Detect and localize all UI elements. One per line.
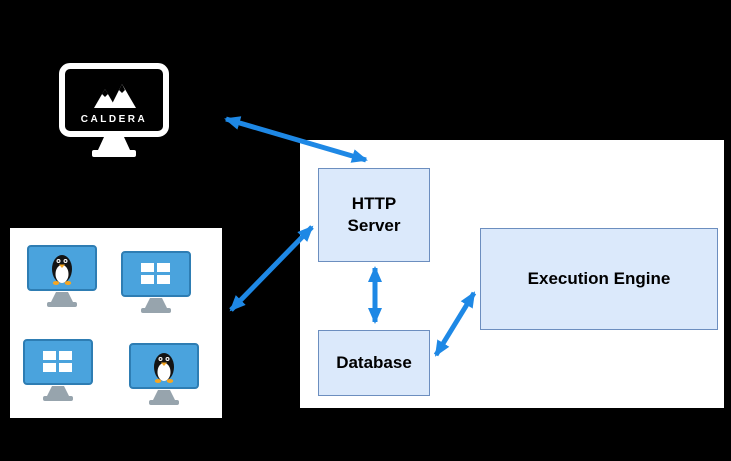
execution-engine-box: Execution Engine (480, 228, 718, 330)
http-server-box: HTTP Server (318, 168, 430, 262)
monitor-with-mountain-logo-icon: CALDERA (59, 63, 169, 157)
tux-penguin-monitor-icon (27, 245, 97, 307)
agent-monitor-linux (128, 342, 200, 408)
database-box: Database (318, 330, 430, 396)
tux-penguin-monitor-icon (129, 343, 199, 405)
windows-logo-monitor-icon (23, 339, 93, 401)
windows-logo-monitor-icon (121, 251, 191, 313)
agents-panel (10, 228, 222, 418)
agent-monitor-windows (120, 250, 192, 316)
agent-monitor-windows (22, 338, 94, 404)
execution-engine-label: Execution Engine (527, 268, 671, 288)
mountain-icon (94, 89, 116, 108)
caldera-label: CALDERA (81, 114, 147, 125)
database-label: Database (336, 352, 412, 372)
caldera-monitor-icon: CALDERA (58, 62, 170, 166)
agent-monitor-linux (26, 244, 98, 310)
http-server-label: HTTP Server (347, 193, 401, 235)
mountain-icon (110, 84, 136, 108)
